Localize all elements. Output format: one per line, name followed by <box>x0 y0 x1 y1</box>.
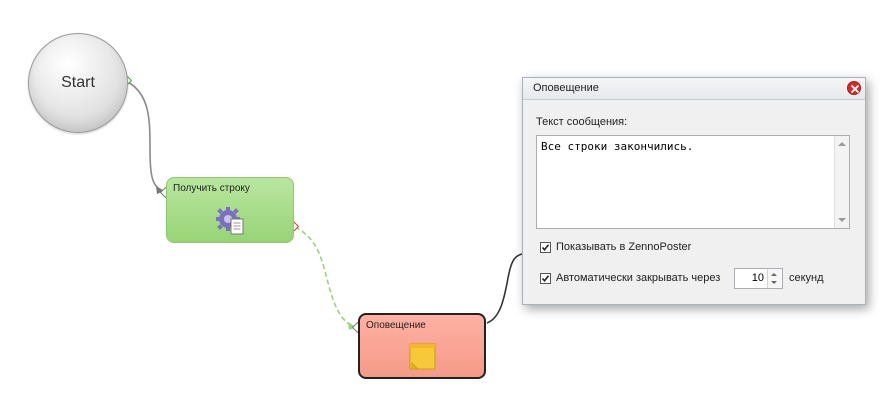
show-in-zennoposter-checkbox[interactable] <box>540 241 551 253</box>
node-title: Получить строку <box>173 183 250 194</box>
autoclose-seconds-value: 10 <box>751 272 764 284</box>
close-icon <box>850 84 860 94</box>
node-get-line[interactable]: Получить строку <box>166 177 294 243</box>
message-scrollbar[interactable] <box>834 136 849 228</box>
link-arrowhead <box>348 322 356 330</box>
checkmark-icon <box>541 243 550 251</box>
show-in-zennoposter-option[interactable]: Показывать в ZennoPoster <box>540 241 691 253</box>
stepper-down-icon[interactable] <box>771 281 777 284</box>
seconds-unit-label: секунд <box>789 272 824 284</box>
link-notify-to-dialog <box>486 253 523 324</box>
autoclose-seconds-stepper[interactable]: 10 <box>734 268 783 289</box>
message-text: Все строки закончились. <box>541 140 694 153</box>
stepper-up-icon[interactable] <box>771 273 777 276</box>
node-notification[interactable]: Оповещение <box>358 313 486 379</box>
show-in-zennoposter-label: Показывать в ZennoPoster <box>556 241 692 253</box>
close-button[interactable] <box>847 81 861 95</box>
autoclose-checkbox[interactable] <box>540 272 551 284</box>
checkmark-icon <box>541 274 550 282</box>
sticky-note-icon <box>408 342 438 372</box>
gear-document-icon <box>215 205 247 237</box>
autoclose-option[interactable]: Автоматически закрывать через <box>540 272 720 284</box>
link-arrowhead <box>156 186 164 194</box>
link-getline-to-notify[interactable] <box>294 226 356 328</box>
scroll-up-icon[interactable] <box>838 142 846 146</box>
node-title: Оповещение <box>366 320 426 331</box>
start-node[interactable]: Start <box>28 33 128 133</box>
message-label: Текст сообщения: <box>536 116 628 128</box>
message-textarea[interactable]: Все строки закончились. <box>536 135 850 229</box>
start-label: Start <box>61 74 95 91</box>
notification-dialog: Оповещение Текст сообщения: Все строки з… <box>522 77 866 305</box>
stepper-buttons <box>767 269 782 288</box>
autoclose-label: Автоматически закрывать через <box>556 272 721 284</box>
dialog-titlebar[interactable]: Оповещение <box>523 78 865 100</box>
link-start-to-getline[interactable] <box>127 81 165 192</box>
scroll-down-icon[interactable] <box>838 218 846 222</box>
dialog-title: Оповещение <box>533 82 599 94</box>
